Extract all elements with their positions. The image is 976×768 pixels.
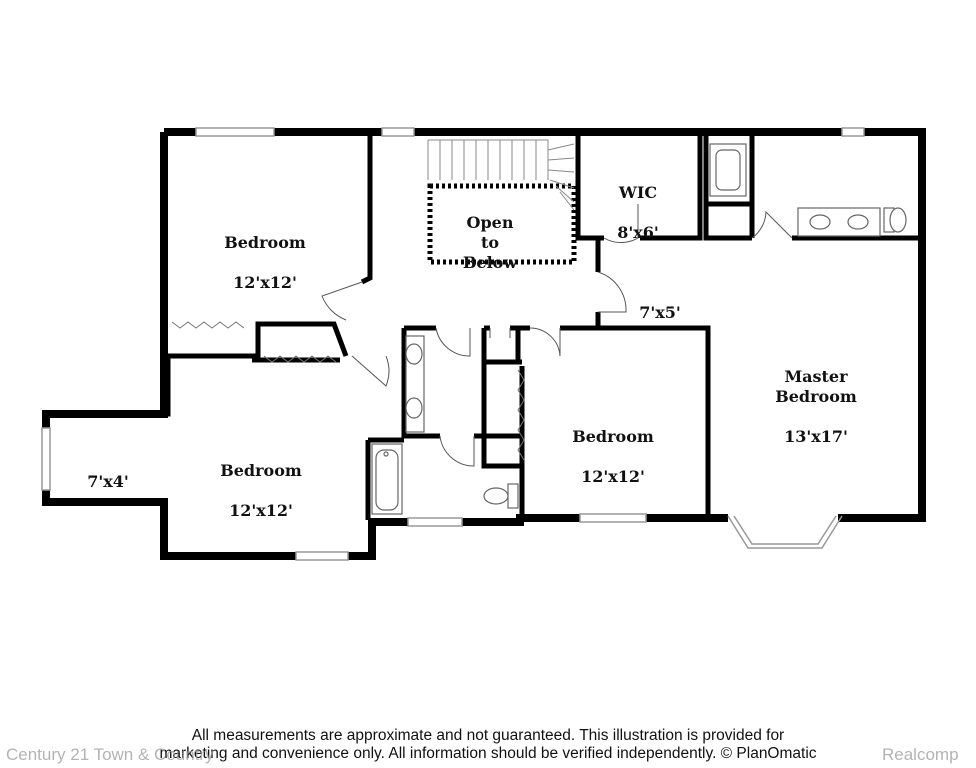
doors: [321, 204, 793, 467]
master-bedroom-size: 13'x17': [784, 427, 848, 446]
bedroom-center-label: Bedroom 12'x12': [548, 407, 678, 507]
bedroom-center-size: 12'x12': [581, 467, 645, 486]
open-to-below-text: Open to Below: [462, 213, 518, 272]
interior-walls: [164, 136, 918, 520]
bedroom-nw-label: Bedroom 12'x12': [200, 213, 330, 313]
wic-name: WIC: [618, 183, 658, 202]
bedroom-sw-name: Bedroom: [220, 461, 302, 480]
open-to-below-label: Open to Below: [440, 193, 540, 293]
closet-doors: [171, 321, 525, 461]
open-to-below-railing: [427, 183, 577, 265]
watermark-left: Century 21 Town & Country: [6, 745, 214, 764]
hall-size: 7'x5': [639, 303, 681, 322]
hall-label: 7'x5': [628, 283, 692, 343]
bay-window: [727, 515, 843, 549]
bedroom-sw-label: Bedroom 12'x12': [196, 441, 326, 541]
bedroom-nw-size: 12'x12': [233, 273, 297, 292]
bath-fixtures: [371, 143, 907, 515]
nook-size: 7'x4': [87, 472, 129, 491]
wic-size: 8'x6': [617, 223, 659, 242]
bedroom-sw-size: 12'x12': [229, 501, 293, 520]
master-bedroom-name: Master Bedroom: [775, 367, 857, 406]
master-bedroom-label: Master Bedroom 13'x17': [756, 347, 876, 467]
stairs: [427, 139, 575, 211]
bedroom-nw-name: Bedroom: [224, 233, 306, 252]
disclaimer-line-1: All measurements are approximate and not…: [191, 727, 785, 744]
wic-label: WIC 8'x6': [600, 163, 676, 263]
windows: [41, 127, 865, 561]
nook-label: 7'x4': [76, 452, 140, 512]
exterior-walls: [42, 128, 926, 560]
bedroom-center-name: Bedroom: [572, 427, 654, 446]
watermark-right: Realcomp: [882, 745, 959, 764]
disclaimer-line-2: marketing and convenience only. All info…: [159, 745, 817, 762]
